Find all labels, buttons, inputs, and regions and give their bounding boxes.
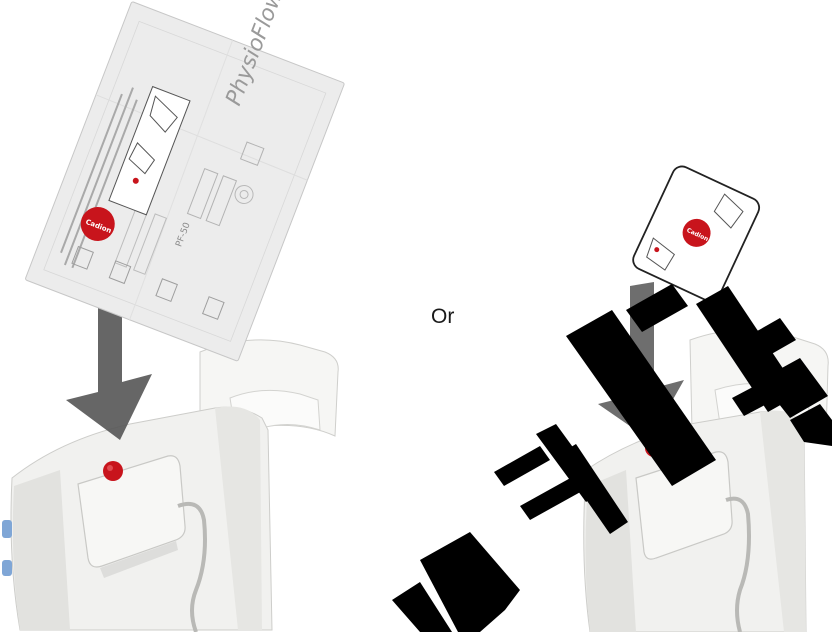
electrode-package: PhysioFlow PF-50 Cadion (25, 0, 367, 361)
left-device (2, 340, 338, 632)
reader-button[interactable] (103, 461, 123, 481)
or-label: Or (431, 305, 454, 329)
